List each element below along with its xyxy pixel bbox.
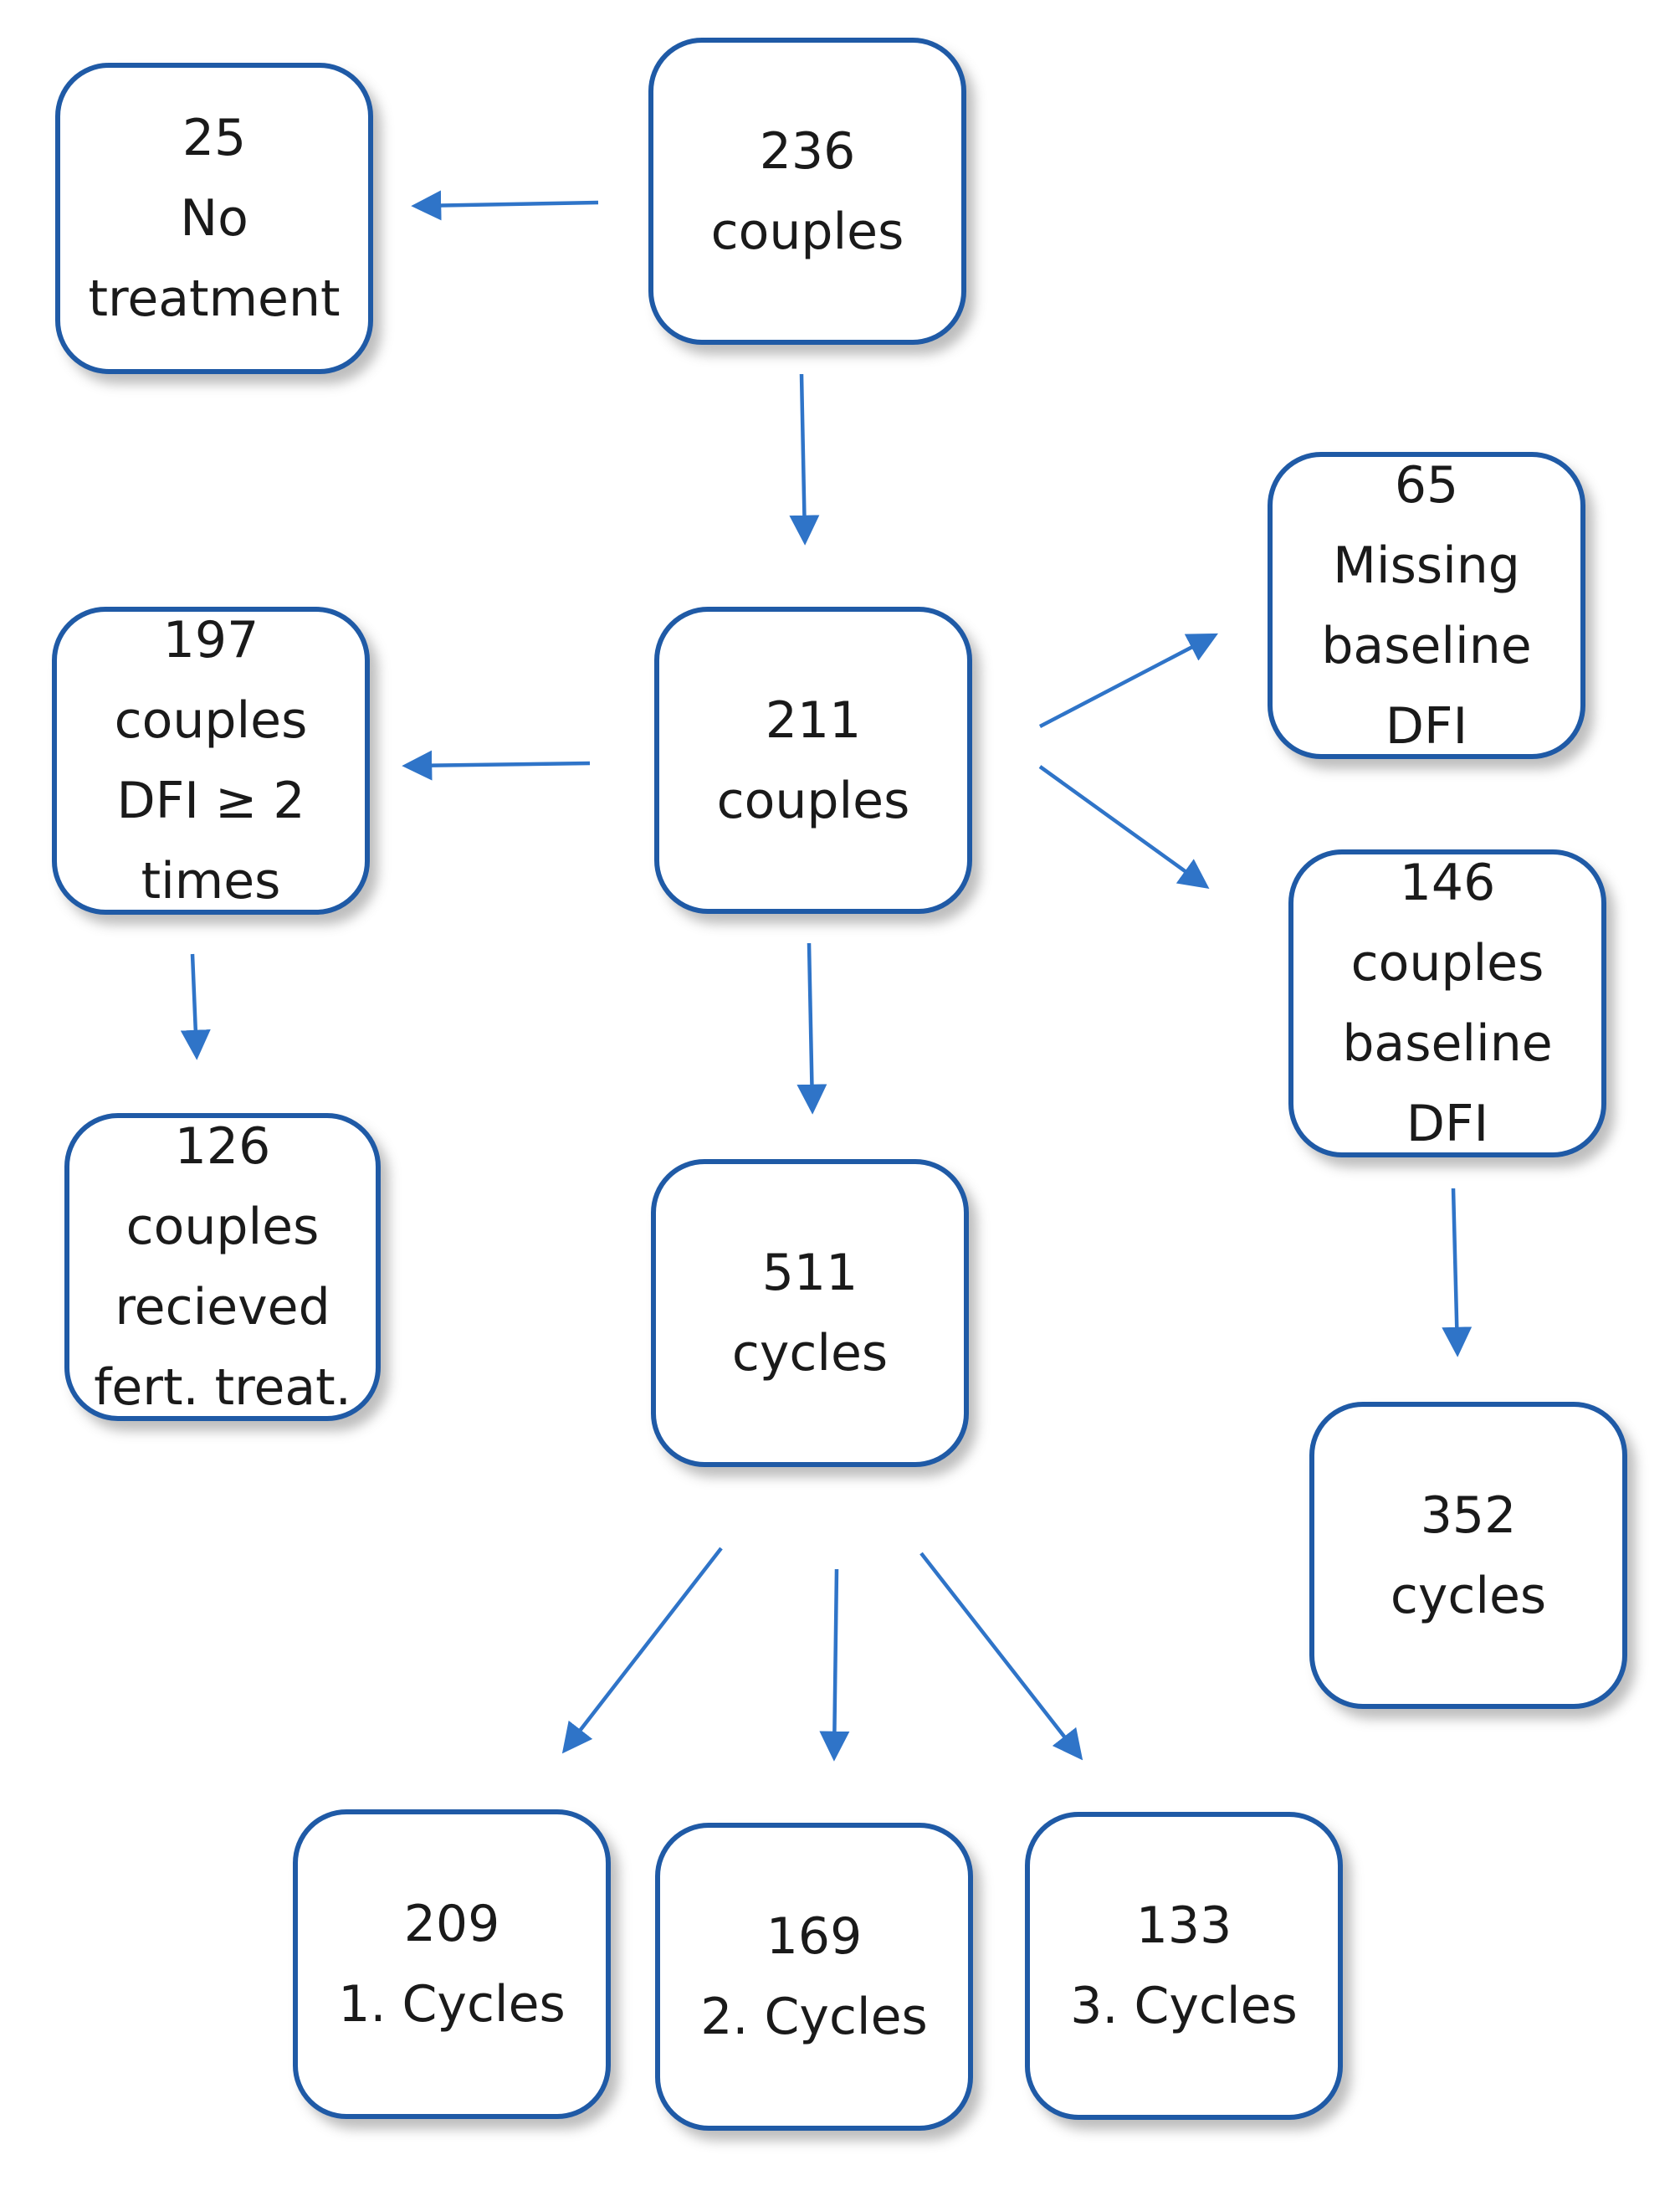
couples-197-label-line-2: DFI ≥ 2	[116, 772, 305, 830]
arrow-236-to-no-treatment	[411, 190, 599, 221]
couples-211-count: 211	[765, 690, 862, 750]
couples-126-box: 126 couples recieved fert. treat.	[64, 1113, 381, 1421]
no-treatment-label-line-1: No	[180, 189, 248, 248]
couples-baseline-label-line-3: DFI	[1406, 1095, 1489, 1153]
couples-236-box: 236 couples	[648, 38, 966, 345]
couples-197-label-line-1: couples	[114, 691, 308, 750]
cycles-511-count: 511	[761, 1244, 858, 1302]
couples-baseline-label-line-2: baseline	[1342, 1014, 1553, 1073]
arrow-511-to-169	[819, 1568, 850, 1762]
arrow-511-to-133	[919, 1552, 1083, 1761]
couples-baseline-count: 146	[1399, 854, 1496, 912]
missing-baseline-label-line-3: DFI	[1385, 696, 1468, 756]
couples-baseline-label-line-1: couples	[1350, 934, 1544, 993]
second-cycles-label: 2. Cycles	[700, 1988, 928, 2046]
couples-197-box: 197 couples DFI ≥ 2 times	[52, 607, 370, 915]
cycles-511-box: 511 cycles	[651, 1159, 969, 1467]
couples-126-label-line-3: fert. treat.	[94, 1358, 351, 1417]
second-cycles-count: 169	[766, 1907, 863, 1966]
arrow-211-to-197	[402, 750, 591, 781]
first-cycles-count: 209	[403, 1895, 500, 1953]
missing-baseline-count: 65	[1394, 455, 1459, 515]
couples-197-count: 197	[162, 611, 259, 670]
no-treatment-label-line-2: treatment	[88, 269, 341, 328]
cycles-511-label: cycles	[731, 1324, 889, 1383]
first-cycles-label: 1. Cycles	[338, 1975, 566, 2034]
missing-baseline-box: 65 Missing baseline DFI	[1268, 452, 1585, 759]
arrow-211-to-511	[796, 942, 827, 1115]
couples-211-label: couples	[716, 771, 910, 830]
couples-126-label-line-2: recieved	[115, 1278, 330, 1337]
couples-126-count: 126	[174, 1117, 271, 1176]
third-cycles-count: 133	[1135, 1896, 1232, 1955]
arrow-211-to-baseline-146	[1038, 765, 1210, 889]
no-treatment-box: 25 No treatment	[55, 63, 373, 374]
couples-126-label-line-1: couples	[125, 1198, 320, 1256]
first-cycles-box: 209 1. Cycles	[293, 1809, 611, 2119]
second-cycles-box: 169 2. Cycles	[655, 1823, 973, 2131]
couples-236-label: couples	[710, 202, 904, 261]
cycles-352-box: 352 cycles	[1309, 1402, 1627, 1709]
third-cycles-box: 133 3. Cycles	[1025, 1812, 1343, 2120]
couples-236-count: 236	[759, 121, 856, 181]
couples-197-label-line-3: times	[141, 852, 281, 911]
arrow-236-to-211	[789, 373, 820, 546]
missing-baseline-label-line-2: baseline	[1321, 616, 1532, 675]
arrow-511-to-209	[561, 1547, 723, 1754]
arrow-197-to-126	[180, 953, 211, 1060]
cycles-352-count: 352	[1420, 1485, 1517, 1545]
third-cycles-label: 3. Cycles	[1070, 1977, 1298, 2035]
no-treatment-count: 25	[182, 109, 247, 167]
couples-baseline-box: 146 couples baseline DFI	[1288, 849, 1606, 1157]
couples-211-box: 211 couples	[654, 607, 972, 914]
arrow-211-to-missing-65	[1038, 633, 1218, 728]
cycles-352-label: cycles	[1390, 1566, 1547, 1625]
missing-baseline-label-line-1: Missing	[1333, 536, 1520, 595]
arrow-146-to-352	[1442, 1188, 1473, 1357]
